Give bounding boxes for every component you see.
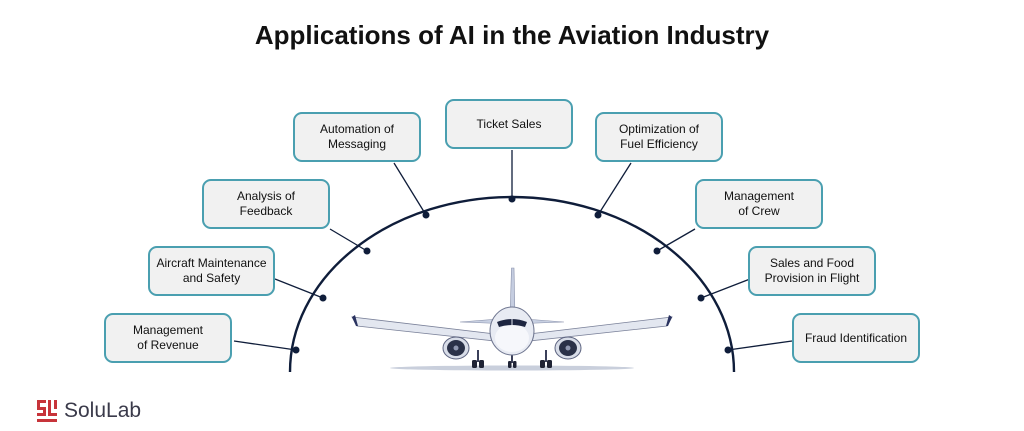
- node-automation-of-messaging: Automation of Messaging: [293, 112, 421, 162]
- connector-3: [329, 228, 368, 252]
- arc-dot-4: [422, 211, 430, 219]
- node-label: Management of Revenue: [132, 323, 204, 352]
- arc-dot-7: [653, 247, 661, 255]
- arc-dot-8: [697, 294, 705, 302]
- connector-1: [233, 340, 297, 351]
- arc-dot-3: [363, 247, 371, 255]
- node-fraud-identification: Fraud Identification: [792, 313, 920, 363]
- node-management-of-revenue: Management of Revenue: [104, 313, 232, 363]
- node-label: Management of Crew: [723, 189, 795, 218]
- node-ticket-sales: Ticket Sales: [445, 99, 573, 149]
- solulab-logo-icon: [37, 400, 57, 422]
- node-analysis-of-feedback: Analysis of Feedback: [202, 179, 330, 229]
- node-label: Analysis of Feedback: [236, 189, 296, 218]
- connector-8: [700, 278, 751, 299]
- airplane-icon: [351, 267, 673, 371]
- logo-wordmark: SoluLab: [64, 399, 142, 422]
- arc-dot-5: [508, 195, 516, 203]
- arc-dot-2: [319, 294, 327, 302]
- node-label: Automation of Messaging: [319, 122, 395, 151]
- arc-dot-6: [594, 211, 602, 219]
- arc-dot-1: [292, 346, 300, 354]
- node-aircraft-maintenance: Aircraft Maintenance and Safety: [148, 246, 275, 296]
- connector-6: [597, 162, 632, 216]
- connector-7: [656, 228, 696, 252]
- node-food-provision: Sales and Food Provision in Flight: [748, 246, 876, 296]
- node-fuel-efficiency: Optimization of Fuel Efficiency: [595, 112, 723, 162]
- solulab-logo: SoluLab: [36, 397, 141, 425]
- connector-2: [274, 278, 324, 299]
- node-management-of-crew: Management of Crew: [695, 179, 823, 229]
- node-label: Fraud Identification: [804, 330, 908, 345]
- diagram-title: Applications of AI in the Aviation Indus…: [254, 20, 770, 50]
- node-label: Optimization of Fuel Efficiency: [618, 122, 700, 151]
- arc-dot-9: [724, 346, 732, 354]
- connector-9: [727, 340, 793, 351]
- node-label: Ticket Sales: [476, 116, 542, 131]
- node-label: Sales and Food Provision in Flight: [764, 256, 860, 285]
- connector-4: [393, 162, 427, 216]
- node-label: Aircraft Maintenance and Safety: [156, 256, 267, 285]
